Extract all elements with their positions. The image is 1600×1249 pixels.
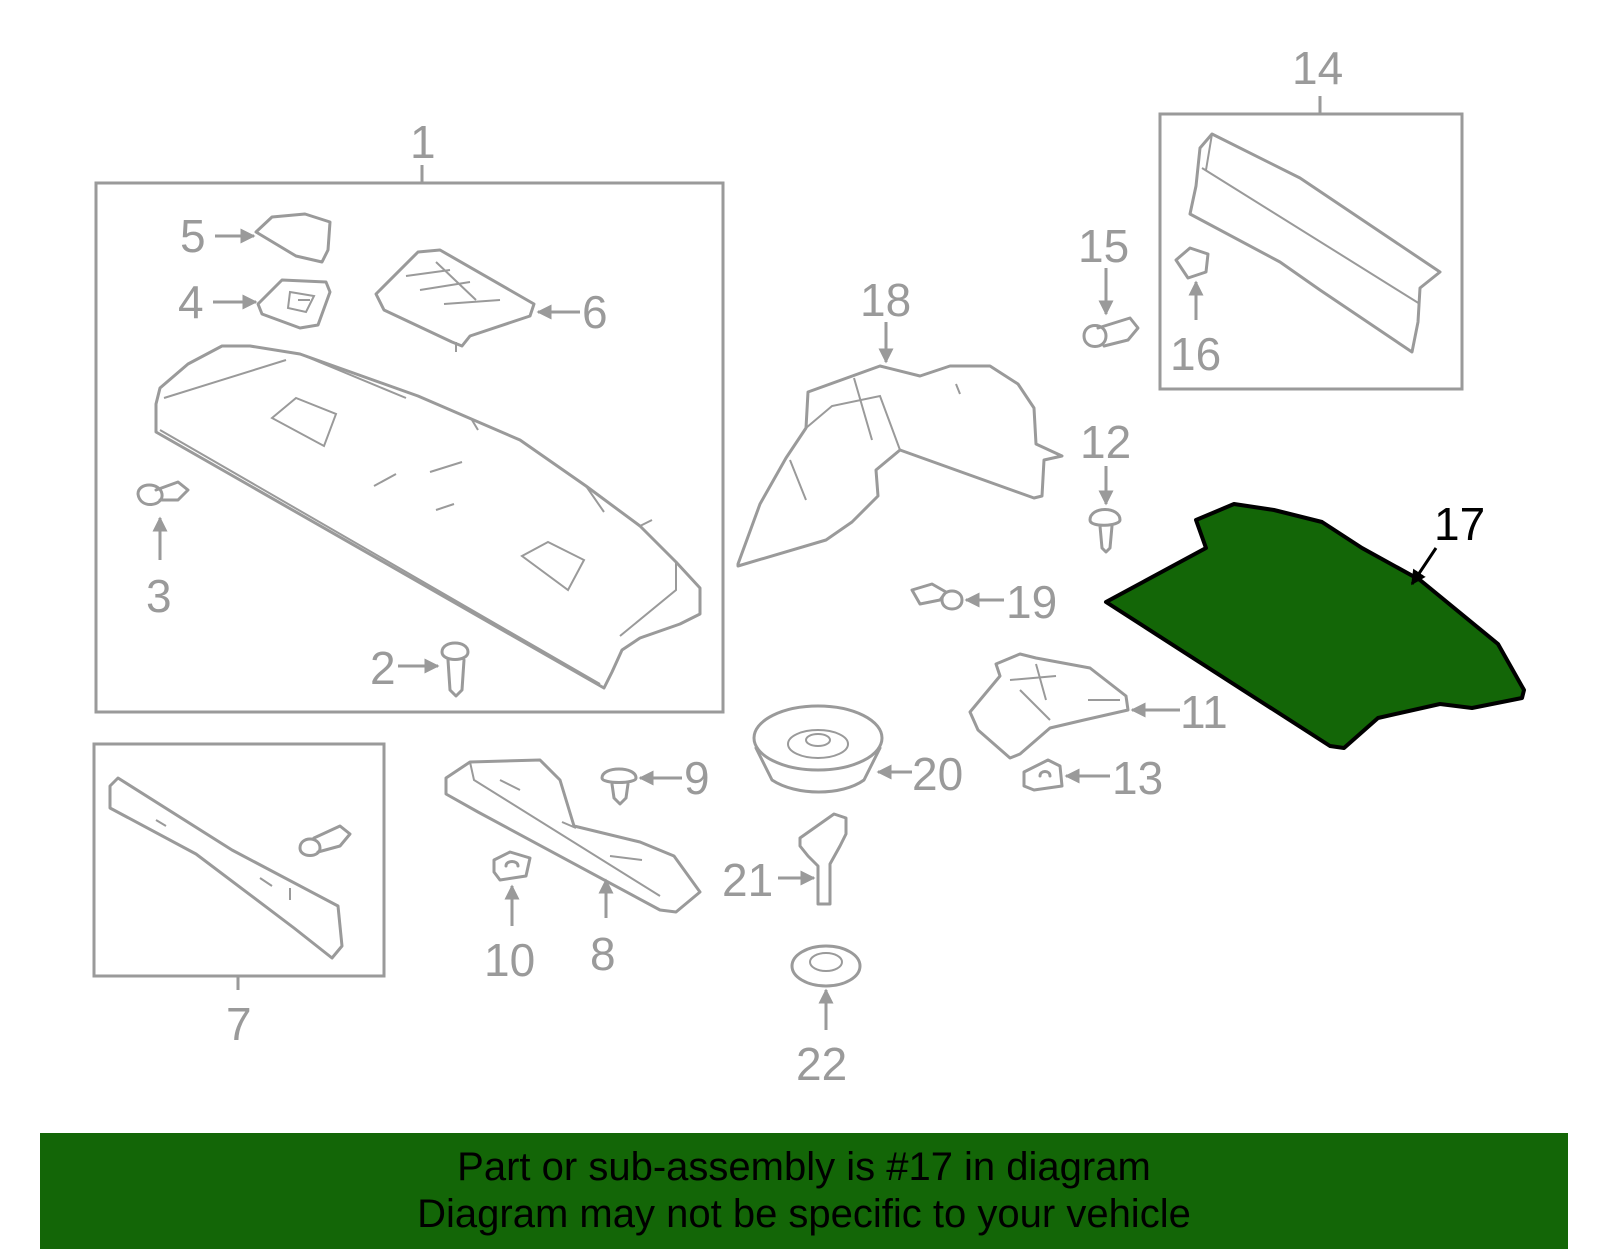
part-1-package-tray[interactable] (154, 344, 702, 690)
part-18-wheelhouse[interactable] (736, 364, 1064, 568)
part-19-clip[interactable] (910, 582, 964, 611)
part-20-cup[interactable] (752, 704, 884, 794)
callout-8[interactable]: 8 (590, 928, 616, 980)
callout-14[interactable]: 14 (1292, 42, 1343, 94)
callout-19[interactable]: 19 (1006, 576, 1057, 628)
part-14-panel[interactable] (1188, 132, 1442, 354)
part-3-clip[interactable] (136, 480, 190, 506)
callout-13[interactable]: 13 (1112, 752, 1163, 804)
group-box-14 (1158, 112, 1464, 391)
part-21-bolt[interactable] (798, 812, 848, 906)
callout-21[interactable]: 21 (722, 854, 773, 906)
part-11-bracket[interactable] (968, 652, 1130, 760)
part-10-nut[interactable] (492, 850, 532, 882)
callout-6[interactable]: 6 (582, 286, 608, 338)
part-4[interactable] (256, 278, 332, 330)
part-9-clip[interactable] (600, 767, 638, 806)
callout-18[interactable]: 18 (860, 274, 911, 326)
part-16-clip[interactable] (1174, 246, 1210, 280)
part-2-clip[interactable] (440, 641, 470, 698)
part-22-grommet[interactable] (790, 944, 862, 988)
part-7-trim[interactable] (108, 776, 344, 960)
callout-22[interactable]: 22 (796, 1038, 847, 1090)
callout-2[interactable]: 2 (370, 642, 396, 694)
callout-15[interactable]: 15 (1078, 220, 1129, 272)
callout-4[interactable]: 4 (178, 276, 204, 328)
group-box-1 (94, 181, 725, 714)
callout-16[interactable]: 16 (1170, 328, 1221, 380)
callout-11[interactable]: 11 (1180, 686, 1228, 738)
callout-1[interactable]: 1 (410, 116, 436, 168)
part-6[interactable] (374, 248, 536, 348)
part-13-nut[interactable] (1022, 758, 1064, 792)
callout-9[interactable]: 9 (684, 752, 710, 804)
callout-3[interactable]: 3 (146, 570, 172, 622)
part-17-trunk-mat[interactable] (1104, 502, 1526, 750)
part-15-clip[interactable] (1082, 316, 1140, 348)
callout-17[interactable]: 17 (1434, 498, 1485, 550)
info-banner: Part or sub-assembly is #17 in diagram D… (40, 1133, 1568, 1249)
part-8-bracket[interactable] (444, 758, 702, 914)
banner-line-1: Part or sub-assembly is #17 in diagram (457, 1145, 1151, 1189)
callout-7[interactable]: 7 (226, 998, 252, 1050)
callout-10[interactable]: 10 (484, 934, 535, 986)
callout-20[interactable]: 20 (912, 748, 963, 800)
callout-12[interactable]: 12 (1080, 416, 1131, 468)
part-5[interactable] (254, 212, 332, 264)
banner-line-2: Diagram may not be specific to your vehi… (417, 1192, 1191, 1236)
callout-5[interactable]: 5 (180, 210, 206, 262)
part-12-clip[interactable] (1088, 508, 1122, 554)
